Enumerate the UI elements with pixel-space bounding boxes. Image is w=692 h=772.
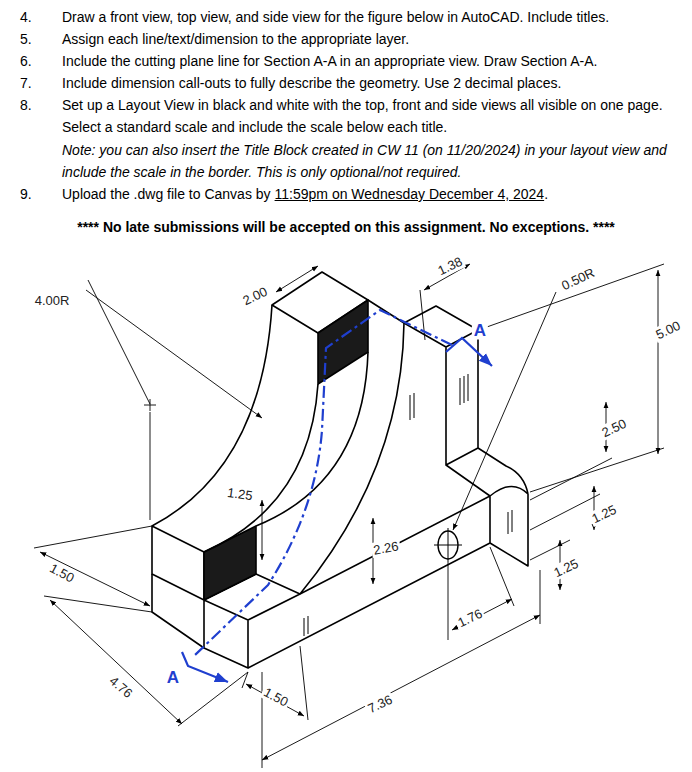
- instruction-text: Draw a front view, top view, and side vi…: [62, 6, 609, 28]
- dimension-callout: 1.25: [224, 485, 255, 504]
- dimension-callout: 0.50R: [557, 264, 598, 294]
- note-text: Note: you can also insert the Title Bloc…: [62, 139, 684, 183]
- section-letter: A: [165, 668, 181, 687]
- dimension-callout: 7.36: [364, 691, 397, 717]
- warning-note: **** No late submissions will be accepte…: [77, 216, 615, 238]
- dimension-callout: 5.00: [652, 317, 685, 343]
- object-edges: [152, 300, 528, 668]
- dimension-callout: 4.00R: [33, 293, 72, 308]
- dimension-callout: 1.25: [588, 501, 621, 527]
- dimension-callout: 1.76: [454, 605, 487, 631]
- section-arrow: [446, 338, 492, 366]
- instruction-text: Set up a Layout View in black and white …: [62, 94, 684, 138]
- extension-lines: [34, 264, 664, 768]
- object-faces: [152, 272, 478, 668]
- dimension-callout: 2.26: [370, 538, 401, 558]
- dimension-callout: 2.50: [598, 415, 631, 441]
- dimension-callout: 4.76: [105, 672, 137, 702]
- item-number: 9.: [20, 183, 32, 205]
- instruction-text: Assign each line/text/dimension to the a…: [62, 28, 409, 50]
- item-number: 4.: [20, 6, 32, 28]
- hole: [434, 528, 462, 562]
- item-number: 7.: [20, 72, 32, 94]
- dimension-lines: [40, 264, 658, 760]
- dimension-callout: 1.50: [46, 559, 79, 586]
- dimension-callout: 2.00: [239, 283, 272, 309]
- section-letter: A: [472, 321, 488, 340]
- item-number: 5.: [20, 28, 32, 50]
- instruction-text: Include dimension call-outs to fully des…: [62, 72, 561, 94]
- deadline-text: 11:59pm on Wednesday December 4, 2024: [275, 183, 545, 205]
- dimension-callout: 1.25: [550, 555, 583, 581]
- instruction-text: Upload the .dwg file to Canvas by: [62, 183, 271, 205]
- section-arrow: [182, 652, 228, 682]
- surface-hatching: [304, 374, 512, 636]
- item-number: 8.: [20, 94, 32, 116]
- cutting-plane-line: [195, 310, 452, 655]
- dimension-callout: 1.38: [434, 253, 467, 279]
- dimension-callout: 1.50: [260, 683, 293, 710]
- instruction-text: Include the cutting plane line for Secti…: [62, 50, 597, 72]
- punctuation: .: [544, 183, 548, 205]
- item-number: 6.: [20, 50, 32, 72]
